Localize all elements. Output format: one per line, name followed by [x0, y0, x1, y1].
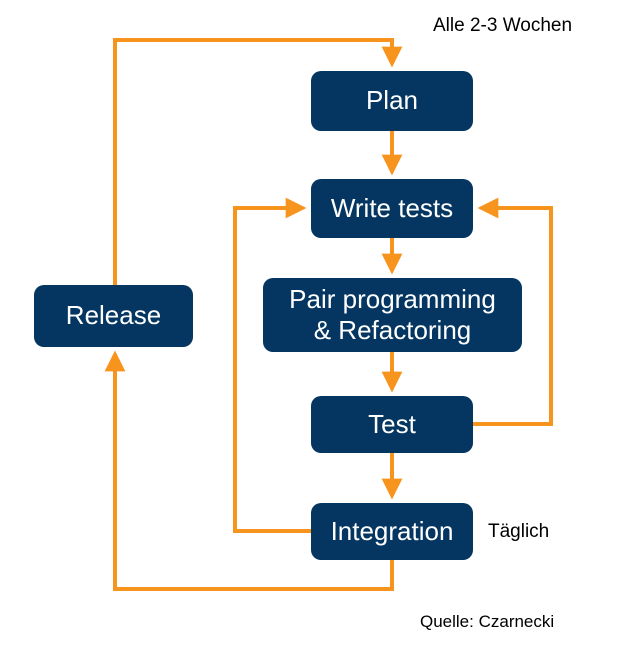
edge-release-to-plan	[113, 38, 403, 285]
node-release[interactable]: Release	[34, 285, 193, 347]
edge-integration-to-release	[104, 350, 394, 591]
node-integration[interactable]: Integration	[311, 503, 473, 560]
edge-integration-to-write-tests	[233, 197, 311, 533]
caption-daily-cadence: Täglich	[488, 521, 550, 542]
node-pair-programming-label-line1: Pair programming	[289, 283, 496, 314]
node-release-label: Release	[65, 300, 162, 331]
caption-iteration-cadence: Alle 2-3 Wochen	[433, 15, 573, 36]
node-write-tests[interactable]: Write tests	[311, 179, 473, 238]
node-plan[interactable]: Plan	[311, 71, 473, 131]
node-test-label: Test	[368, 408, 416, 439]
node-integration-label: Integration	[330, 515, 454, 546]
node-plan-label: Plan	[365, 85, 419, 116]
node-pair-programming[interactable]: Pair programming & Refactoring	[263, 278, 522, 352]
edge-test-to-write-tests	[473, 197, 553, 426]
node-test[interactable]: Test	[311, 396, 473, 453]
node-pair-programming-label-line2: & Refactoring	[313, 315, 472, 345]
caption-source: Quelle: Czarnecki	[420, 612, 555, 631]
node-write-tests-label: Write tests	[330, 192, 454, 223]
